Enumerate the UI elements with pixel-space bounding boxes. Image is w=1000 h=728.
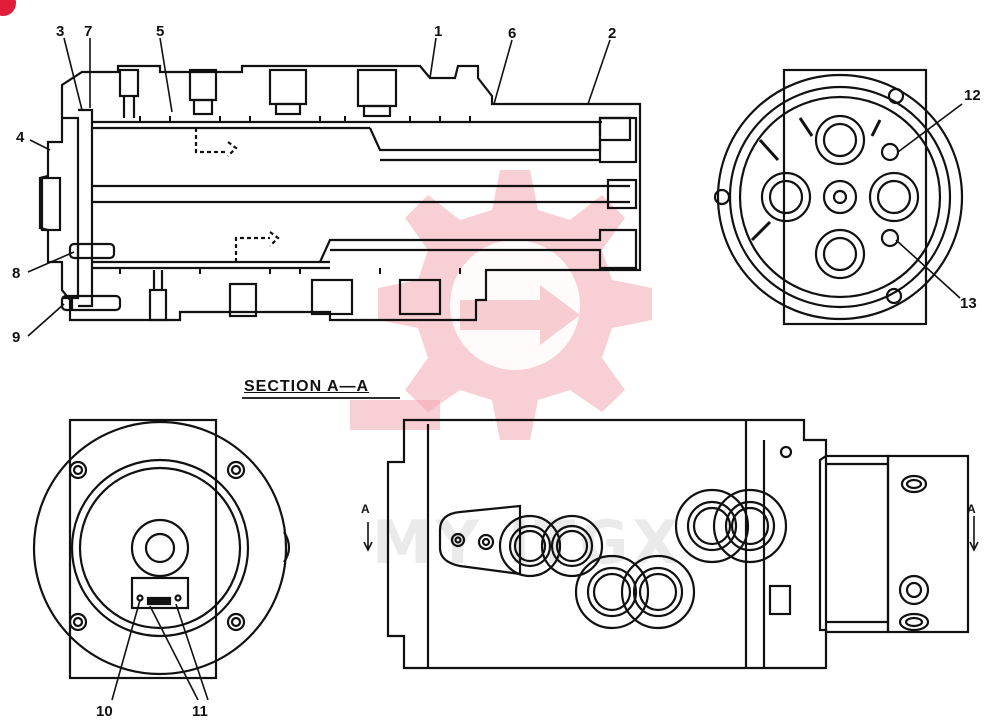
section-marker-right: A <box>967 502 976 516</box>
callout-1: 1 <box>434 23 443 40</box>
callout-4: 4 <box>16 129 25 146</box>
callout-10: 10 <box>96 703 113 720</box>
callout-9: 9 <box>12 329 21 346</box>
callout-2: 2 <box>608 25 617 42</box>
section-marker-left: A <box>361 502 370 516</box>
callout-6: 6 <box>508 25 517 42</box>
end-view <box>713 68 964 326</box>
corner-badge <box>0 0 16 16</box>
front-view <box>32 418 291 701</box>
side-view <box>363 418 979 670</box>
callout-7: 7 <box>84 23 93 40</box>
watermark-gear-logo <box>350 170 652 440</box>
section-view <box>27 37 642 399</box>
callout-13: 13 <box>960 295 977 312</box>
callout-8: 8 <box>12 265 21 282</box>
callout-5: 5 <box>156 23 165 40</box>
callout-12: 12 <box>964 87 981 104</box>
section-title: SECTION A—A <box>244 378 370 395</box>
callout-11: 11 <box>192 703 208 720</box>
callout-3: 3 <box>56 23 65 40</box>
